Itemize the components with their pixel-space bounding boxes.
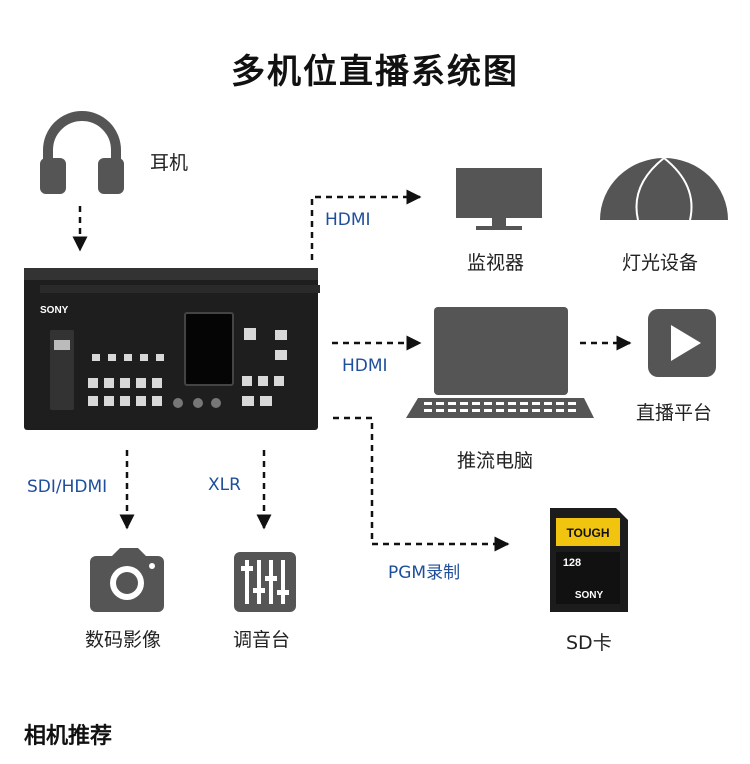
xlr-label: XLR [208,475,241,495]
laptop-icon [406,307,594,418]
mixer-icon [234,552,296,612]
sd-card-brand-label: TOUGH [566,526,609,540]
sd-card-capacity: 128 [563,557,581,569]
camera-icon [90,548,164,612]
light-label: 灯光设备 [622,252,699,274]
play-icon [648,309,716,377]
light-icon [600,157,728,221]
switcher-brand: SONY [40,305,69,316]
sd-card-label: SD卡 [566,632,612,654]
live-platform-label: 直播平台 [636,402,713,424]
arrow-switcher-to-sdcard [333,416,510,552]
headphones-icon [40,111,124,194]
camera-label: 数码影像 [85,629,162,651]
mixer-label: 调音台 [233,629,291,651]
arrow-switcher-to-monitor [310,189,422,260]
page-title: 多机位直播系统图 [231,52,519,92]
sdi-hdmi-label: SDI/HDMI [27,477,108,497]
monitor-label: 监视器 [467,252,525,274]
pgm-label: PGM录制 [388,563,461,583]
section-heading: 相机推荐 [24,724,113,749]
hdmi-laptop-label: HDMI [342,356,388,376]
hdmi-monitor-label: HDMI [325,210,371,230]
laptop-label: 推流电脑 [457,450,534,472]
monitor-icon [456,168,542,230]
sd-card-brand: SONY [575,590,604,601]
sd-card-icon [550,508,628,612]
headphones-label: 耳机 [150,152,189,174]
switcher-device [24,268,320,430]
